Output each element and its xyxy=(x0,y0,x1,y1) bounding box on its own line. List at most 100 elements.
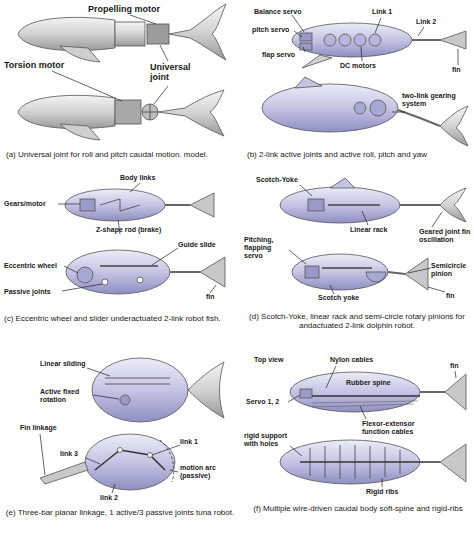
panel-a-drawing-part xyxy=(142,104,158,120)
panel-c-drawing-part xyxy=(100,199,140,211)
panel-caption: (d) Scotch-Yoke, linear rack and semi-ci… xyxy=(243,312,471,330)
panel-f-drawing-part xyxy=(300,461,420,463)
part-label: DC motors xyxy=(340,62,376,70)
panel-b-drawing-part xyxy=(412,39,440,41)
panel-e-drawing-part xyxy=(40,462,88,484)
part-label: Gears/motor xyxy=(4,200,46,208)
panel-a-drawing xyxy=(18,4,226,140)
part-label: Eccentric wheel xyxy=(4,262,57,270)
part-label: link 1 xyxy=(180,438,198,446)
panel-f-drawing xyxy=(280,366,466,487)
panel-a-drawing-part xyxy=(147,24,169,44)
panel-caption: (a) Universal joint for roll and pitch c… xyxy=(6,150,230,159)
panel-b-drawing-part xyxy=(398,110,440,126)
part-label: Propelling motor xyxy=(88,4,160,14)
panel-c-drawing-part xyxy=(102,279,108,285)
panel-f-drawing-part xyxy=(312,395,420,397)
panel-f-drawing-part xyxy=(300,389,312,398)
part-label: Active fixed rotation xyxy=(40,388,92,404)
panel-d-drawing-part xyxy=(305,266,319,278)
part-label: Passive joints xyxy=(4,288,51,296)
part-label: Rigid ribs xyxy=(366,488,398,496)
panel-c-drawing-part xyxy=(58,183,216,293)
panel-a-drawing-part xyxy=(169,4,226,60)
panel-e-drawing-part xyxy=(148,453,153,458)
part-label: Balance servo xyxy=(254,8,301,16)
part-label: motion arc (passive) xyxy=(180,464,232,480)
panel-f-drawing-part xyxy=(290,372,420,412)
panel-c-drawing-part xyxy=(65,189,165,221)
panel-b-drawing xyxy=(262,15,468,146)
panel-d-drawing-part xyxy=(292,254,388,290)
panel-d-drawing-part xyxy=(328,204,380,206)
panel-b-drawing-part xyxy=(354,102,366,114)
panel-b-drawing-part xyxy=(300,43,312,50)
panel-caption: (b) 2-link active joints and active roll… xyxy=(247,150,471,159)
part-label: Universal joint xyxy=(150,62,202,83)
panel-d-drawing-part xyxy=(330,178,355,188)
panel-b-drawing-part xyxy=(324,34,336,46)
panel-a-drawing-part xyxy=(60,46,100,62)
panel-e-drawing-part xyxy=(118,448,123,453)
panel-f-drawing-part xyxy=(310,445,400,479)
panel-a-drawing-part xyxy=(18,95,115,128)
panel-e-drawing-part xyxy=(40,368,180,493)
part-label: Rubber spine xyxy=(346,379,391,387)
panel-e-drawing-part xyxy=(160,440,174,482)
panel-b-drawing-part xyxy=(370,100,386,116)
panel-b-drawing-part xyxy=(354,34,366,46)
panel-c-drawing-part xyxy=(100,265,158,267)
panel-c-drawing xyxy=(58,183,225,294)
part-label: Linear sliding xyxy=(40,360,86,368)
panel-d-drawing-part xyxy=(388,272,405,274)
part-label: Scotch yoke xyxy=(318,294,359,302)
panel-d-drawing-part xyxy=(322,267,372,269)
panel-caption: (f) Multiple wire-driven caudal body sof… xyxy=(245,504,471,513)
part-label: Z-shape rod (brake) xyxy=(96,226,161,234)
panel-f-drawing-part xyxy=(280,440,420,484)
part-label: two-link gearing system xyxy=(402,92,462,108)
panel-f-drawing-part xyxy=(445,374,466,410)
part-label: Guide slide xyxy=(178,241,216,249)
panel-b-drawing-part xyxy=(262,84,398,132)
panel-d-drawing-part xyxy=(440,188,466,222)
panel-d-drawing-part xyxy=(308,199,324,211)
panel-e-drawing-part xyxy=(120,395,130,405)
panel-a-drawing-part xyxy=(115,100,141,124)
panel-e-drawing-part xyxy=(92,358,188,422)
panel-a-drawing-part xyxy=(52,15,168,104)
panel-e-drawing-part xyxy=(95,450,165,470)
panel-a-drawing-part xyxy=(158,90,224,136)
panel-d-drawing-part xyxy=(405,258,428,290)
panel-f-drawing-part xyxy=(420,461,440,463)
part-label: Scotch-Yoke xyxy=(256,176,298,184)
part-label: Pitching, flapping servo xyxy=(244,236,288,260)
part-label: Flexor-extensor function cables xyxy=(362,420,434,436)
panel-c-drawing-part xyxy=(170,271,200,273)
panel-b-drawing-part xyxy=(302,55,332,68)
part-label: flap servo xyxy=(262,51,295,59)
panel-b-drawing-part xyxy=(369,34,381,46)
part-label: link 2 xyxy=(100,494,118,502)
panel-a-drawing-part xyxy=(115,22,145,46)
part-label: rigid support with holes xyxy=(244,432,290,448)
part-label: Linear rack xyxy=(350,226,387,234)
panel-d-drawing-part xyxy=(366,272,386,282)
panel-b-drawing-part xyxy=(295,77,322,88)
panel-f-drawing-part xyxy=(288,366,456,487)
panel-f-drawing-part xyxy=(420,391,445,393)
panel-e-drawing-part xyxy=(105,378,170,384)
panel-c-drawing-part xyxy=(137,277,143,283)
panel-b-drawing-part xyxy=(292,23,412,57)
panel-c-drawing-part xyxy=(80,199,95,211)
panel-b-drawing-part xyxy=(339,34,351,46)
part-label: Nylon cables xyxy=(330,356,373,364)
panel-b-drawing-part xyxy=(440,31,466,49)
part-label: Link 2 xyxy=(416,18,436,26)
part-label: Semicircle pinion xyxy=(431,262,471,278)
part-label: fin xyxy=(452,66,461,74)
panel-c-drawing-part xyxy=(200,257,225,287)
part-label: fin xyxy=(446,292,455,300)
